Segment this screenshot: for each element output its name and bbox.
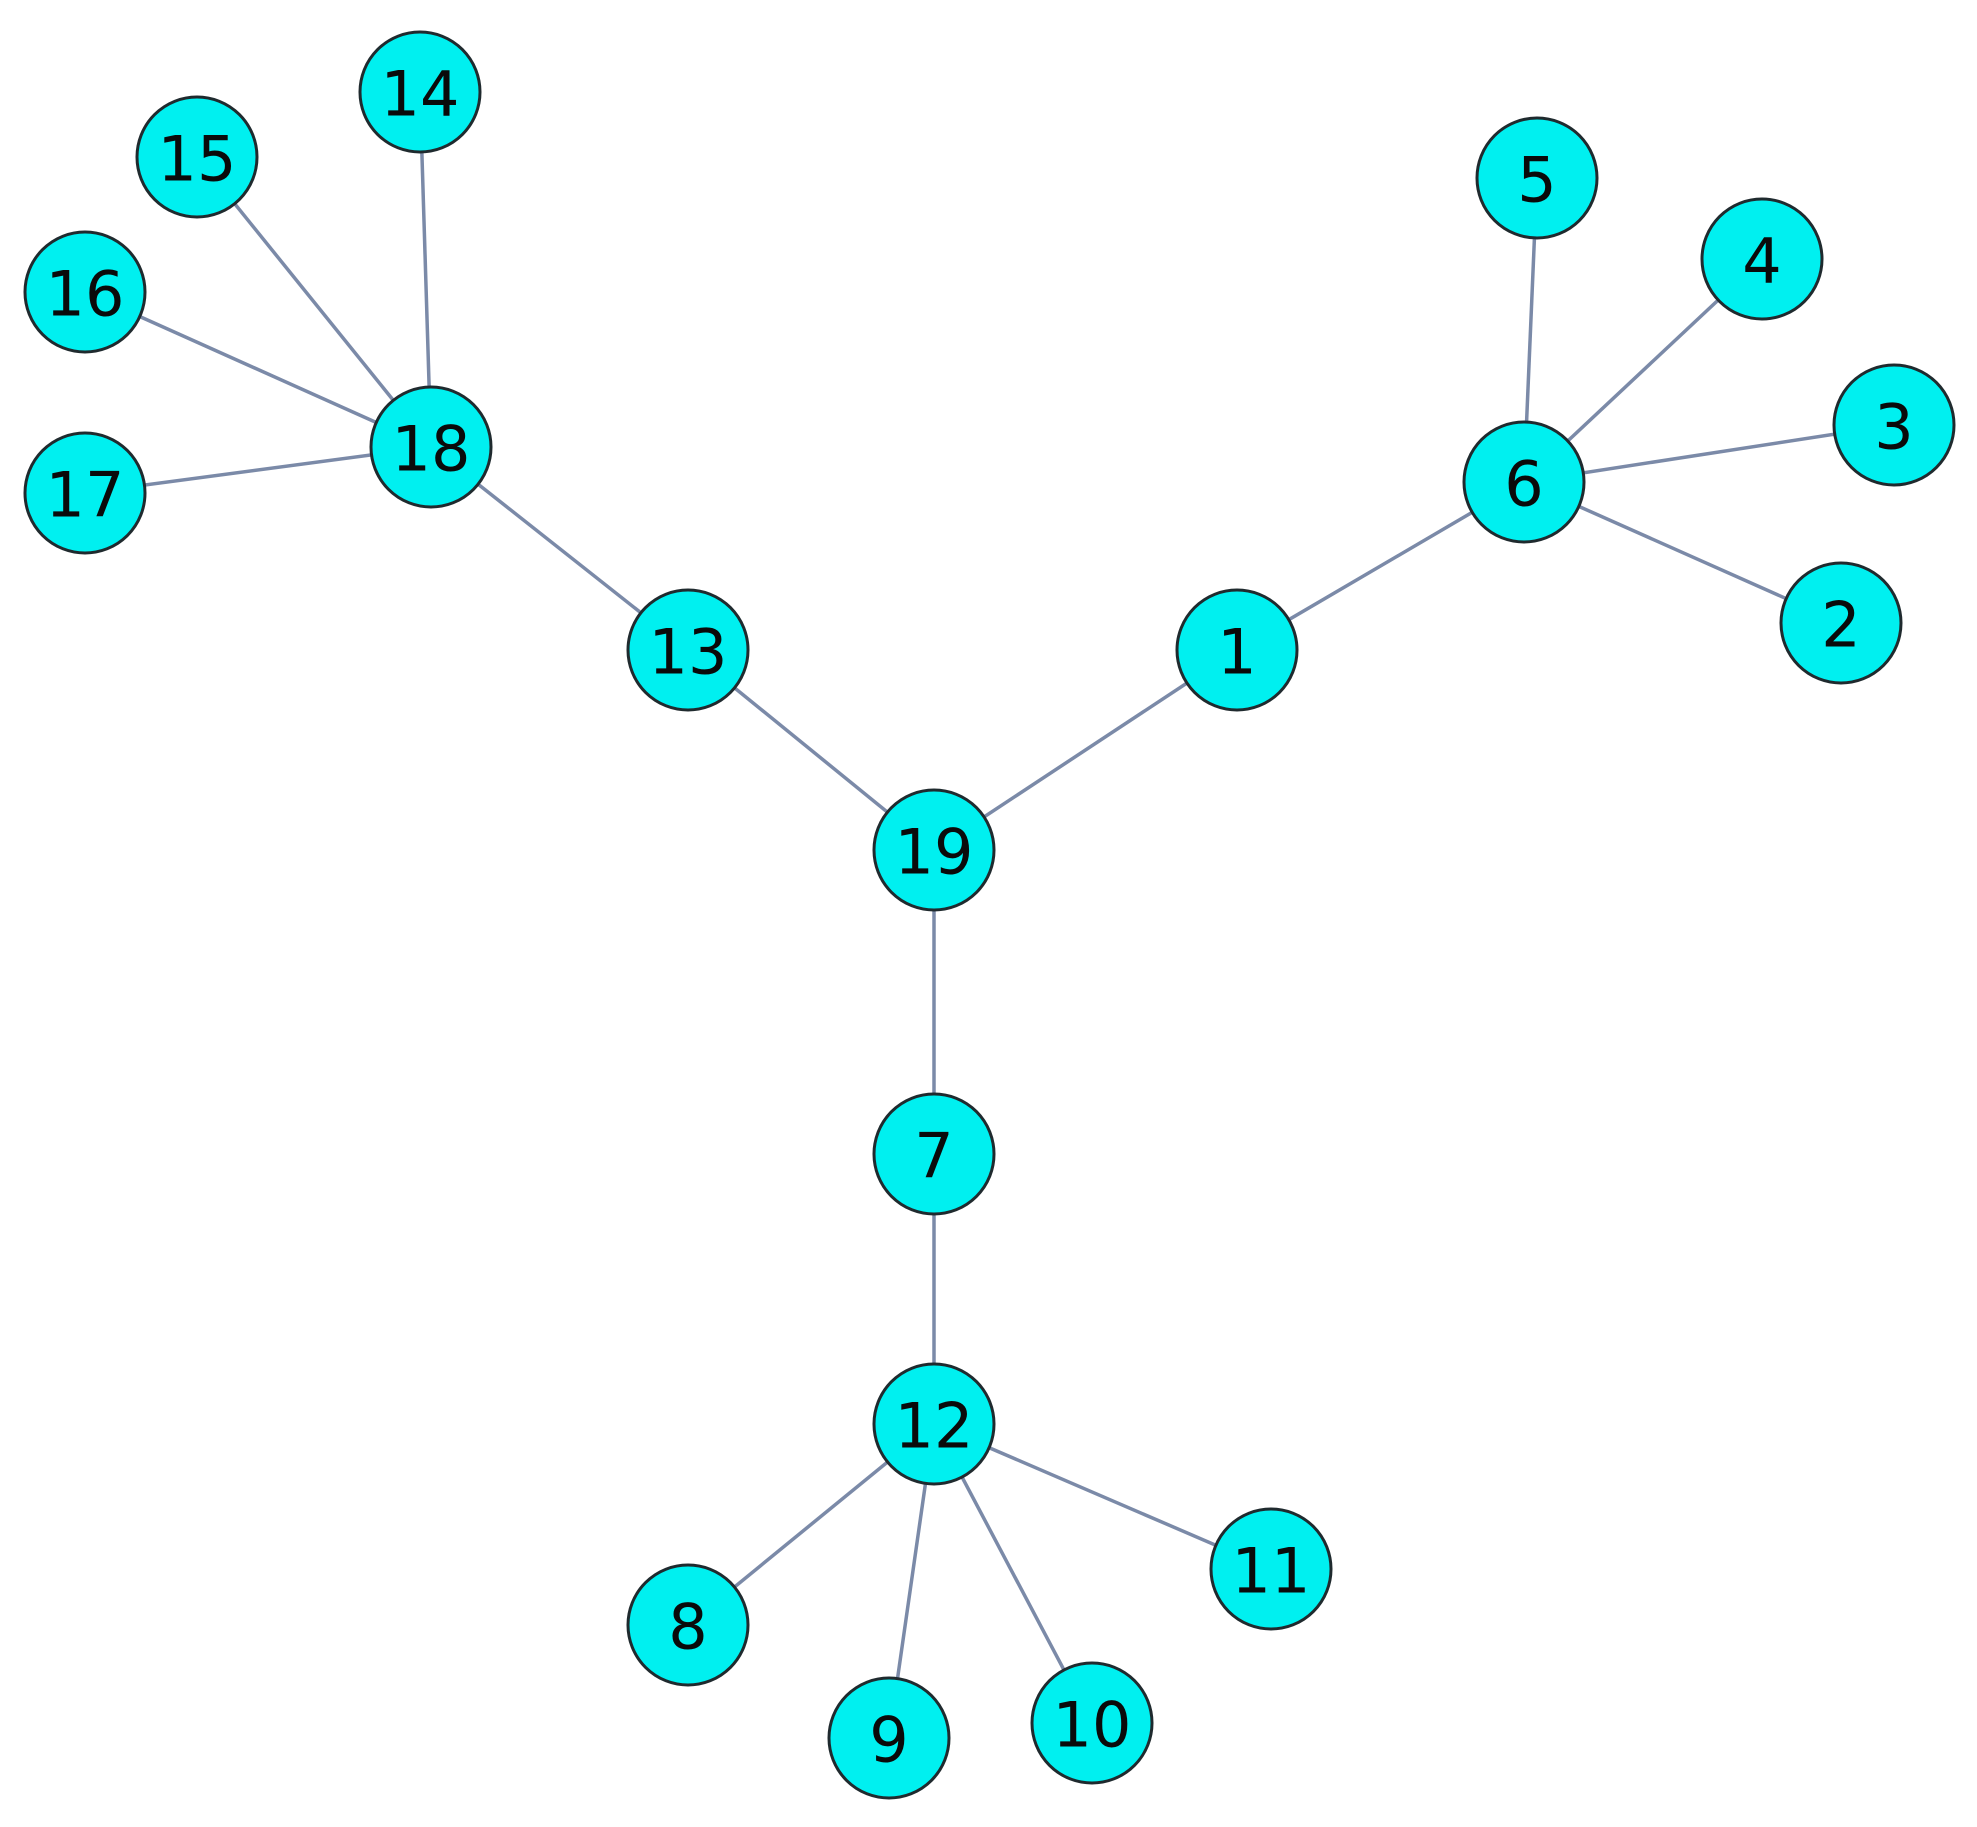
node-circle xyxy=(827,1676,951,1800)
node-circle xyxy=(23,230,147,354)
node-19[interactable]: 19 xyxy=(872,788,996,912)
node-label: 5 xyxy=(1517,144,1556,217)
node-16[interactable]: 16 xyxy=(23,230,147,354)
node-12[interactable]: 12 xyxy=(872,1362,996,1486)
node-7[interactable]: 7 xyxy=(872,1092,996,1216)
node-circle xyxy=(1030,1661,1154,1785)
node-label: 16 xyxy=(46,258,125,331)
node-4[interactable]: 4 xyxy=(1700,197,1824,321)
node-circle xyxy=(358,30,482,154)
node-label: 14 xyxy=(381,58,460,131)
node-circle xyxy=(1462,420,1586,544)
node-circle xyxy=(626,1563,750,1687)
node-3[interactable]: 3 xyxy=(1832,363,1956,487)
node-2[interactable]: 2 xyxy=(1779,561,1903,685)
node-label: 7 xyxy=(914,1120,953,1193)
node-1[interactable]: 1 xyxy=(1175,588,1299,712)
node-label: 10 xyxy=(1053,1689,1132,1762)
node-17[interactable]: 17 xyxy=(23,431,147,555)
node-label: 1 xyxy=(1217,616,1256,689)
edge-6-3 xyxy=(1523,423,1895,484)
node-circle xyxy=(1175,588,1299,712)
node-circle xyxy=(872,1362,996,1486)
node-14[interactable]: 14 xyxy=(358,30,482,154)
edges-layer xyxy=(84,91,1895,1739)
node-label: 6 xyxy=(1504,448,1543,521)
node-circle xyxy=(872,1092,996,1216)
node-10[interactable]: 10 xyxy=(1030,1661,1154,1785)
node-11[interactable]: 11 xyxy=(1209,1507,1333,1631)
node-label: 18 xyxy=(392,413,471,486)
node-label: 13 xyxy=(649,616,728,689)
edge-18-16 xyxy=(84,290,432,449)
node-label: 3 xyxy=(1874,391,1913,464)
node-label: 4 xyxy=(1742,225,1781,298)
node-circle xyxy=(1475,116,1599,240)
node-label: 12 xyxy=(895,1390,974,1463)
node-label: 11 xyxy=(1232,1535,1311,1608)
node-9[interactable]: 9 xyxy=(827,1676,951,1800)
node-label: 2 xyxy=(1821,589,1860,662)
node-circle xyxy=(1700,197,1824,321)
node-label: 15 xyxy=(158,123,237,196)
node-label: 8 xyxy=(668,1591,707,1664)
node-label: 19 xyxy=(895,816,974,889)
node-8[interactable]: 8 xyxy=(626,1563,750,1687)
node-circle xyxy=(369,385,493,509)
node-15[interactable]: 15 xyxy=(135,95,259,219)
node-label: 17 xyxy=(46,459,125,532)
node-circle xyxy=(626,588,750,712)
node-18[interactable]: 18 xyxy=(369,385,493,509)
node-label: 9 xyxy=(869,1704,908,1777)
node-13[interactable]: 13 xyxy=(626,588,750,712)
node-5[interactable]: 5 xyxy=(1475,116,1599,240)
edge-18-15 xyxy=(195,155,433,449)
node-circle xyxy=(1832,363,1956,487)
node-6[interactable]: 6 xyxy=(1462,420,1586,544)
node-circle xyxy=(1779,561,1903,685)
node-circle xyxy=(1209,1507,1333,1631)
node-circle xyxy=(872,788,996,912)
node-circle xyxy=(23,431,147,555)
node-circle xyxy=(135,95,259,219)
